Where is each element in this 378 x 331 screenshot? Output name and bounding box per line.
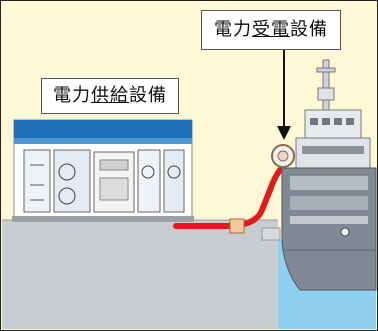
ship — [281, 59, 377, 291]
power-receiving-equipment-label: 電力受電設備 — [201, 10, 341, 50]
pointer-arrow-head — [277, 126, 291, 140]
cable-connector — [229, 218, 245, 234]
receive-label-prefix: 電力 — [214, 19, 252, 40]
pier-ground — [2, 220, 278, 329]
supply-label-underlined: 供給 — [91, 85, 129, 106]
supply-label-prefix: 電力 — [53, 85, 91, 106]
cable-reel — [271, 144, 295, 168]
power-supply-equipment-label: 電力供給設備 — [41, 78, 179, 114]
pier-block — [261, 227, 281, 241]
receive-label-underlined: 受電 — [252, 19, 290, 40]
supply-label-suffix: 設備 — [129, 85, 167, 106]
receive-label-suffix: 設備 — [290, 19, 328, 40]
power-supply-building — [12, 119, 194, 222]
